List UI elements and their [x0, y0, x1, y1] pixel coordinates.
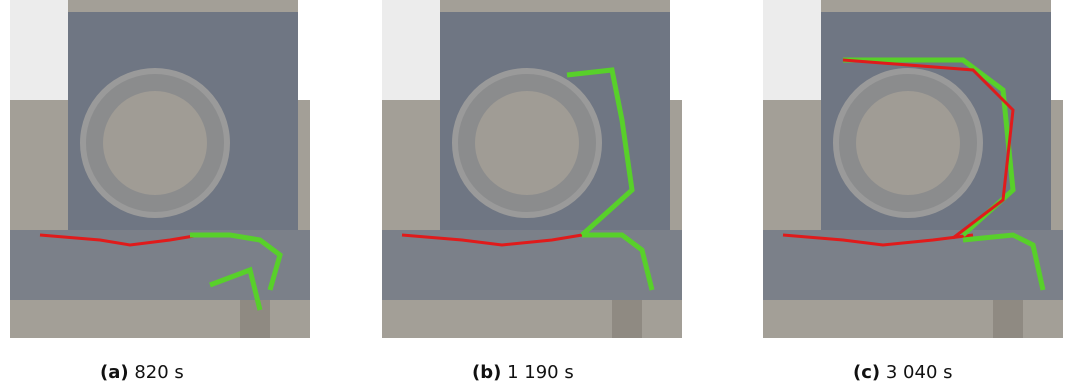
caption-b: (b) 1 190 s	[472, 362, 574, 383]
map-panel-c: (c) 3 040 s	[763, 0, 1073, 383]
map-panel-b: (b) 1 190 s	[382, 0, 692, 383]
caption-c: (c) 3 040 s	[853, 362, 953, 383]
map-b	[382, 0, 682, 338]
caption-a: (a) 820 s	[100, 362, 184, 383]
map-c	[763, 0, 1063, 338]
map-a	[10, 0, 310, 338]
map-panel-a: (a) 820 s	[10, 0, 320, 383]
